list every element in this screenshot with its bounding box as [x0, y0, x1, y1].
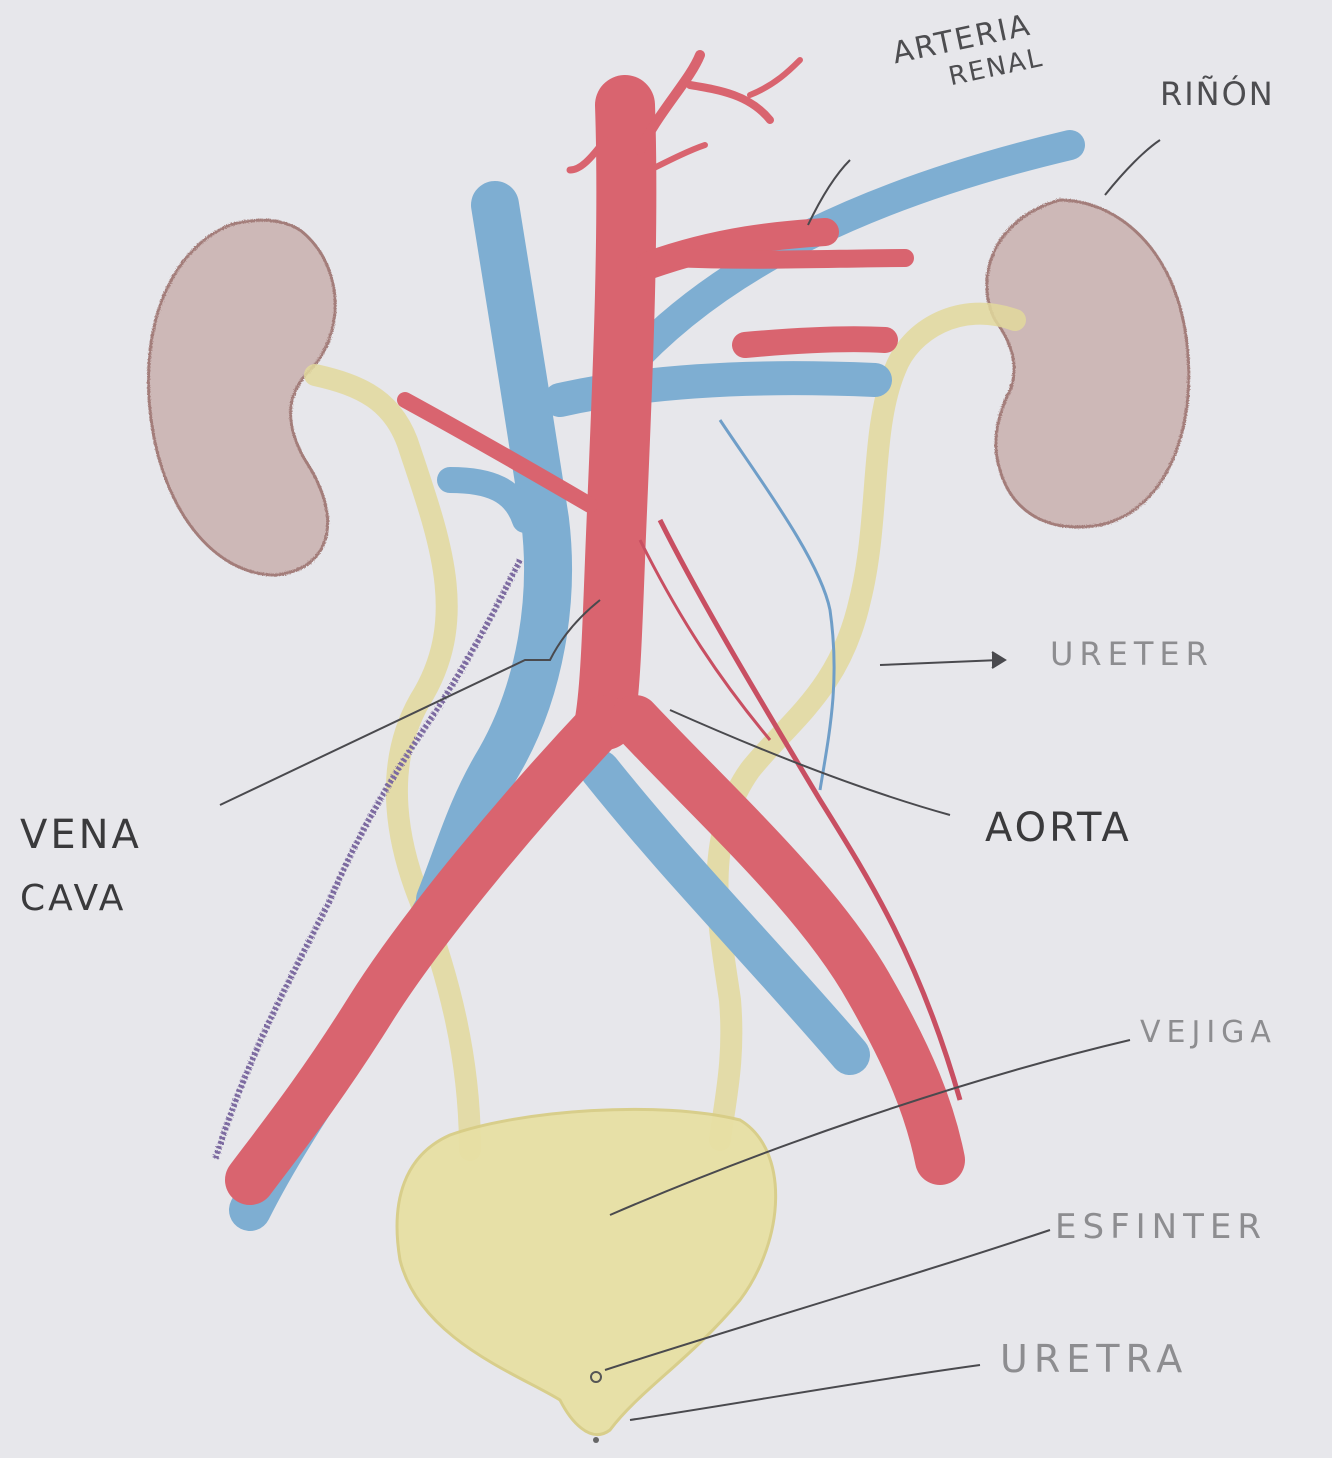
vena-cava-label: VENA CAVA	[20, 815, 142, 917]
left-kidney	[148, 220, 335, 575]
vena-cava-label-line1: VENA	[20, 815, 142, 855]
ureter-label: URETER	[1050, 638, 1214, 670]
uretra-label: URETRA	[1000, 1340, 1188, 1378]
rinon-label: RIÑÓN	[1160, 78, 1275, 110]
aorta-label: AORTA	[985, 808, 1132, 848]
bladder	[397, 1109, 776, 1434]
esfinter-label: ESFINTER	[1055, 1210, 1267, 1244]
right-kidney	[987, 200, 1189, 527]
vena-cava-label-line2: CAVA	[20, 881, 142, 917]
vejiga-label: VEJIGA	[1140, 1018, 1277, 1048]
urethra-point	[593, 1437, 599, 1443]
